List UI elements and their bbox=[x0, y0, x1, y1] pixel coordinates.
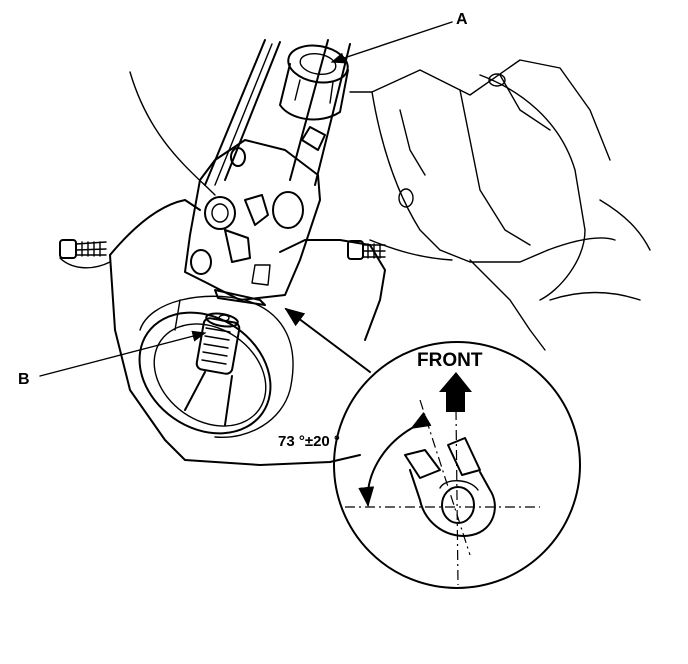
steering-column bbox=[204, 39, 351, 186]
yoke-clamp-outline bbox=[409, 469, 496, 537]
front-arrow-icon bbox=[439, 372, 472, 412]
callout-a-label: A bbox=[456, 11, 468, 28]
yoke-ear-right bbox=[447, 437, 481, 476]
callout-b-label: B bbox=[18, 371, 30, 388]
yoke-ear-left bbox=[404, 449, 441, 479]
universal-joint bbox=[184, 139, 321, 306]
leader-arrow-icon bbox=[330, 21, 453, 64]
right-mounting-stud bbox=[347, 240, 386, 260]
yoke-bore bbox=[441, 486, 475, 524]
angle-arc-icon bbox=[358, 411, 432, 507]
centerline-vertical bbox=[455, 409, 459, 586]
front-label: FRONT bbox=[417, 350, 483, 371]
leader-arrow-icon bbox=[39, 330, 207, 377]
gearbox-housing bbox=[109, 199, 386, 466]
angle-spec-label: 73 °±20 ° bbox=[278, 433, 340, 450]
engine-bay-outline bbox=[59, 59, 651, 351]
callout-b: B bbox=[18, 330, 207, 388]
pinion-shaft bbox=[184, 312, 241, 426]
callout-a: A bbox=[330, 11, 468, 64]
left-mounting-stud bbox=[59, 239, 107, 259]
detail-circle bbox=[333, 341, 581, 589]
detail-view: FRONT 73 °±20 ° bbox=[278, 307, 581, 589]
leader-arrow-icon bbox=[284, 307, 371, 373]
